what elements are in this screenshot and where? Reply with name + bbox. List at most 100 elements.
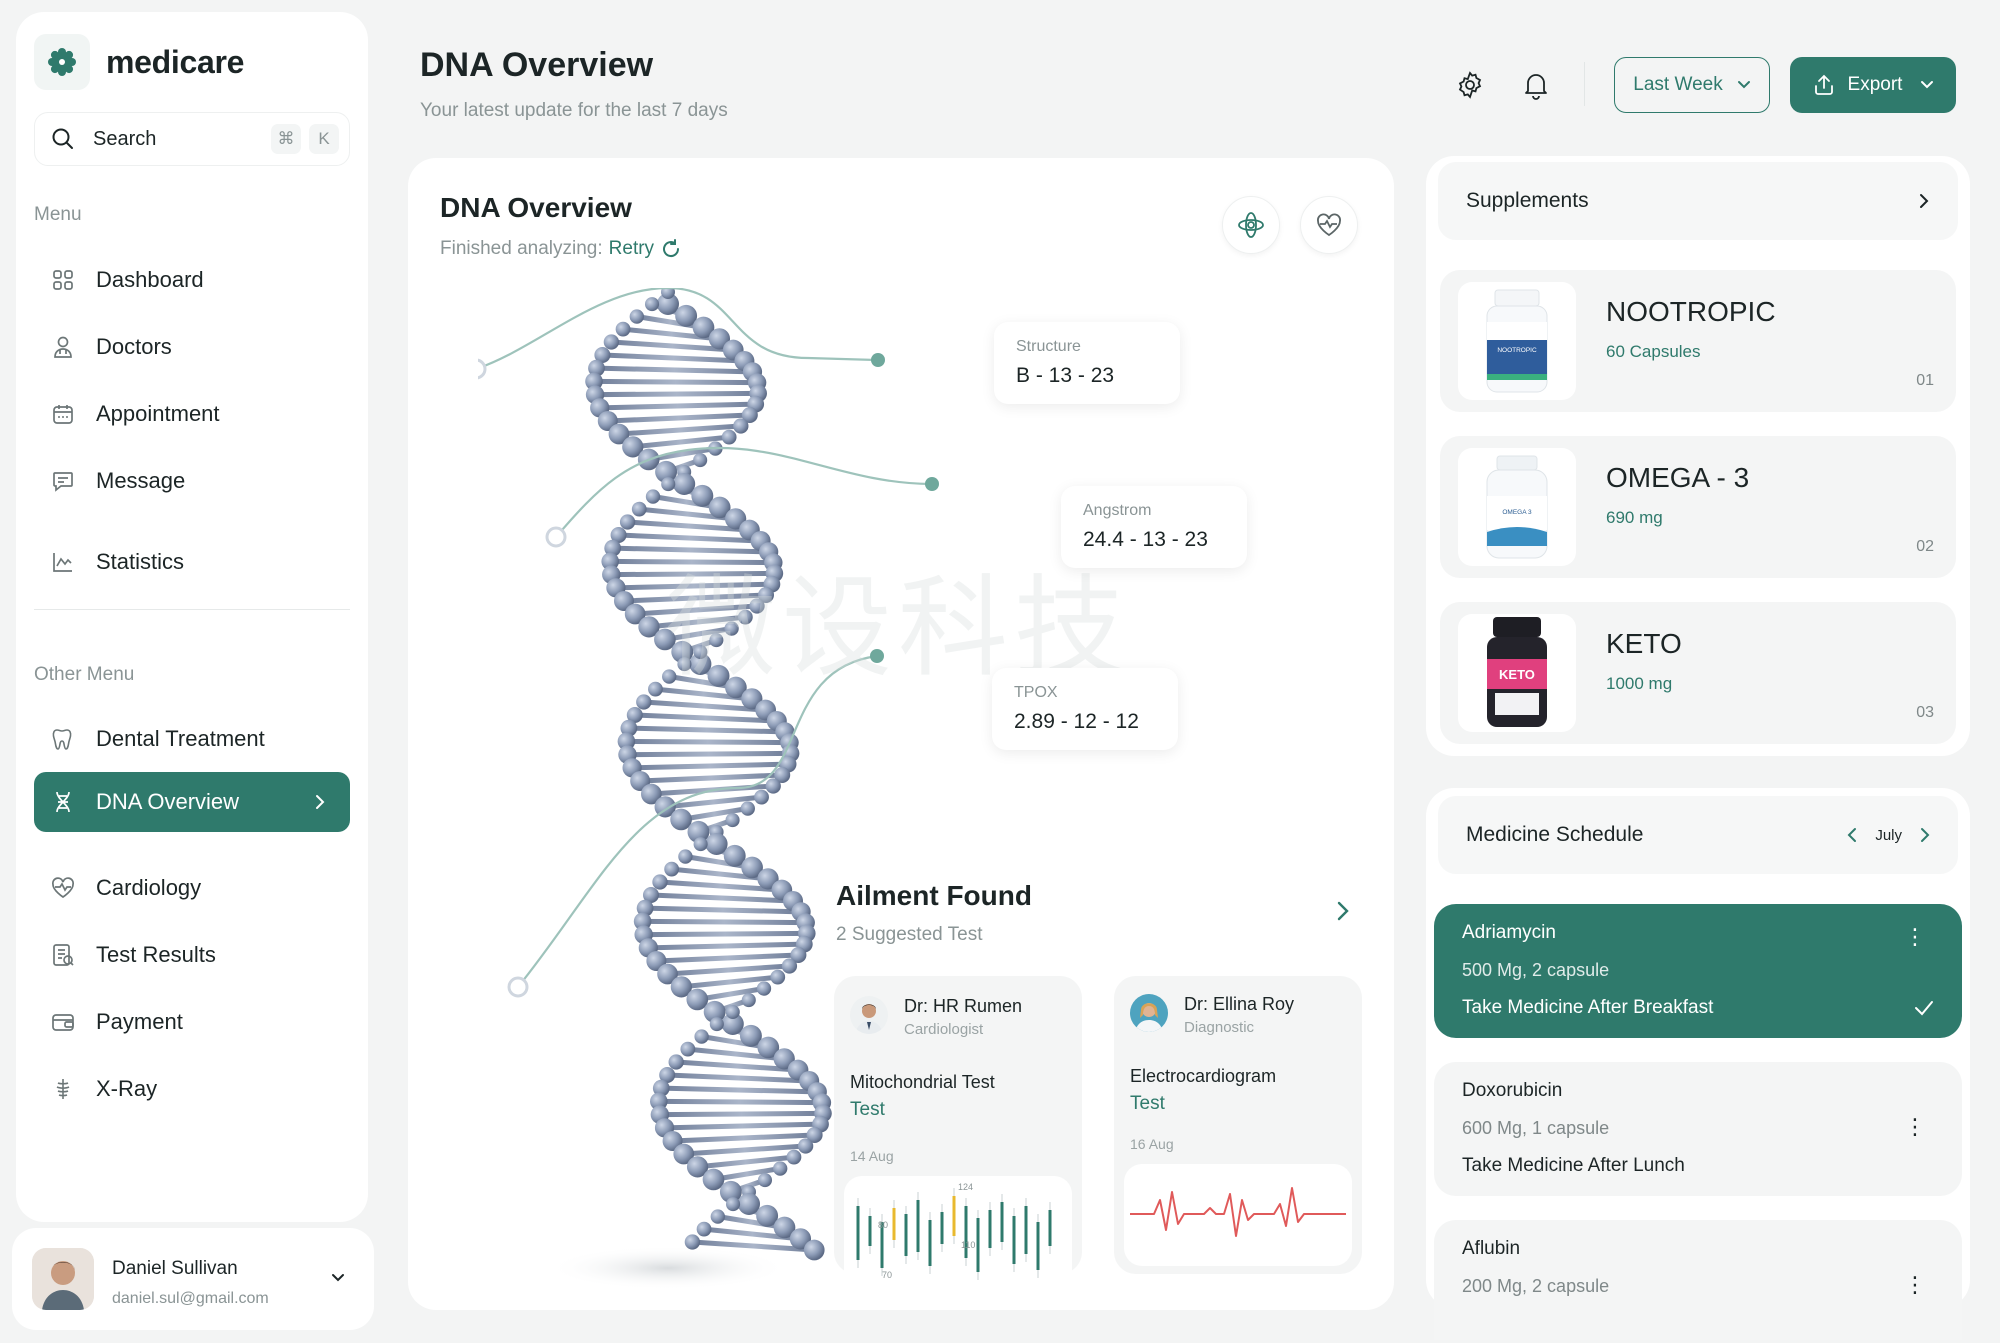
nav-label: Dental Treatment bbox=[96, 726, 265, 751]
nav-item-dna-overview[interactable]: DNA Overview bbox=[34, 772, 350, 832]
nav-item-doctors[interactable]: Doctors bbox=[34, 317, 350, 377]
helix-node bbox=[770, 969, 786, 985]
helix-node bbox=[765, 778, 781, 794]
bell-icon bbox=[1525, 74, 1547, 100]
candlestick-mini-chart: 124 80 110 70 bbox=[844, 1176, 1072, 1290]
header-divider bbox=[1584, 62, 1585, 106]
medicine-item-active[interactable]: Adriamycin 500 Mg, 2 capsule Take Medici… bbox=[1434, 904, 1962, 1038]
test-link[interactable]: Test bbox=[1130, 1093, 1165, 1114]
helix-node bbox=[733, 418, 749, 434]
helix-node bbox=[691, 484, 714, 507]
export-button-label: Export bbox=[1847, 74, 1903, 95]
schedule-month: July bbox=[1875, 826, 1902, 844]
supplement-index: 03 bbox=[1916, 704, 1934, 721]
helix-node bbox=[645, 489, 661, 504]
more-options-icon[interactable]: ⋮ bbox=[1904, 1114, 1926, 1139]
helix-node bbox=[709, 633, 724, 648]
helix-rung bbox=[616, 423, 744, 437]
helix-node bbox=[641, 783, 662, 805]
nav-item-cardiology[interactable]: Cardiology bbox=[34, 858, 350, 918]
test-card-electrocardiogram[interactable]: Dr: Ellina Roy Diagnostic Electrocardiog… bbox=[1114, 976, 1362, 1274]
heart-pulse-icon bbox=[1317, 213, 1341, 237]
chevron-right-icon[interactable] bbox=[1920, 827, 1930, 843]
candle-body bbox=[916, 1200, 920, 1252]
helix-node bbox=[604, 539, 622, 557]
helix-rung bbox=[613, 581, 775, 591]
chart-label-110: 110 bbox=[961, 1240, 976, 1250]
schedule-title: Medicine Schedule bbox=[1466, 823, 1644, 846]
medicine-schedule-header: Medicine Schedule July bbox=[1432, 790, 1964, 880]
period-select[interactable]: Last Week bbox=[1614, 57, 1770, 113]
supplement-item[interactable]: NOOTROPIC NOOTROPIC 60 Capsules 01 bbox=[1440, 270, 1956, 412]
more-options-icon[interactable]: ⋮ bbox=[1904, 924, 1926, 949]
nav-item-x-ray[interactable]: X-Ray bbox=[34, 1059, 350, 1119]
dna-icon bbox=[50, 789, 76, 815]
medicine-item[interactable]: Aflubin 200 Mg, 2 capsule ⋮ bbox=[1434, 1220, 1962, 1340]
chevron-down-icon bbox=[1921, 81, 1934, 89]
chevron-right-icon[interactable] bbox=[1336, 900, 1350, 922]
helix-rung bbox=[641, 930, 810, 938]
helix-rung bbox=[597, 401, 759, 411]
nav-item-message[interactable]: Message bbox=[34, 451, 350, 511]
helix-rung bbox=[630, 434, 732, 450]
helix-node bbox=[670, 808, 692, 831]
shortcut-k-key: K bbox=[309, 124, 339, 154]
helix-rung bbox=[673, 1059, 801, 1073]
medicine-item[interactable]: Doxorubicin 600 Mg, 1 capsule Take Medic… bbox=[1434, 1062, 1962, 1196]
doctor-avatar bbox=[850, 996, 888, 1034]
doctor-avatar bbox=[1130, 994, 1168, 1032]
helix-rung bbox=[694, 986, 767, 1002]
molecule-view-button[interactable] bbox=[1222, 196, 1280, 254]
candle-body bbox=[1036, 1222, 1040, 1270]
helix-node bbox=[622, 436, 644, 458]
nav-item-statistics[interactable]: Statistics bbox=[34, 532, 350, 592]
nav-item-test-results[interactable]: Test Results bbox=[34, 925, 350, 985]
health-view-button[interactable] bbox=[1300, 196, 1358, 254]
helix-rung bbox=[624, 750, 794, 758]
helix-rung bbox=[689, 1239, 817, 1253]
search-input[interactable]: Search ⌘ K bbox=[34, 112, 350, 166]
helix-rung bbox=[623, 738, 793, 746]
helix-node bbox=[650, 1092, 668, 1111]
helix-node bbox=[603, 334, 620, 350]
helix-node bbox=[629, 309, 644, 324]
notifications-button[interactable] bbox=[1514, 63, 1558, 107]
helix-node bbox=[781, 958, 798, 974]
refresh-icon[interactable] bbox=[660, 238, 682, 260]
helix-node bbox=[693, 645, 708, 659]
user-profile[interactable]: Daniel Sullivan daniel.sul@gmail.com bbox=[12, 1228, 374, 1330]
chevron-left-icon[interactable] bbox=[1847, 827, 1857, 843]
helix-rung bbox=[634, 314, 707, 330]
nav-item-payment[interactable]: Payment bbox=[34, 992, 350, 1052]
more-options-icon[interactable]: ⋮ bbox=[1904, 1272, 1926, 1297]
test-link[interactable]: Test bbox=[850, 1099, 885, 1120]
chevron-down-icon[interactable] bbox=[330, 1272, 346, 1284]
helix-node bbox=[687, 820, 710, 843]
retry-link[interactable]: Retry bbox=[608, 238, 655, 259]
bottle-label: OMEGA 3 bbox=[1502, 509, 1532, 516]
helix-rung bbox=[656, 1098, 825, 1106]
test-card-mitochondrial[interactable]: Dr: HR Rumen Cardiologist Mitochondrial … bbox=[834, 976, 1082, 1290]
supplement-item[interactable]: KETO KETO 1000 mg 03 bbox=[1440, 602, 1956, 744]
helix-node bbox=[692, 316, 715, 339]
medicine-note: Take Medicine After Breakfast bbox=[1462, 997, 1714, 1018]
settings-button[interactable] bbox=[1448, 63, 1492, 107]
supplements-header[interactable]: Supplements bbox=[1432, 156, 1964, 246]
helix-node bbox=[661, 288, 675, 299]
helix-node bbox=[655, 460, 678, 483]
helix-node bbox=[705, 833, 728, 855]
export-button[interactable]: Export bbox=[1790, 57, 1956, 113]
helix-node bbox=[644, 297, 660, 312]
helix-node bbox=[654, 628, 676, 651]
medicine-dose: 600 Mg, 1 capsule bbox=[1462, 1118, 1610, 1138]
chevron-right-icon[interactable] bbox=[1918, 192, 1930, 210]
supplement-item[interactable]: OMEGA 3 OMEGA - 3 690 mg 02 bbox=[1440, 436, 1956, 578]
test-date: 16 Aug bbox=[1130, 1136, 1174, 1152]
test-name: Electrocardiogram bbox=[1130, 1066, 1277, 1086]
nav-item-dental-treatment[interactable]: Dental Treatment bbox=[34, 709, 350, 769]
helix-node bbox=[619, 514, 636, 530]
nav-item-dashboard[interactable]: Dashboard bbox=[34, 250, 350, 310]
helix-rung bbox=[662, 1121, 824, 1131]
nav-item-appointment[interactable]: Appointment bbox=[34, 384, 350, 444]
wallet-icon bbox=[50, 1009, 76, 1035]
